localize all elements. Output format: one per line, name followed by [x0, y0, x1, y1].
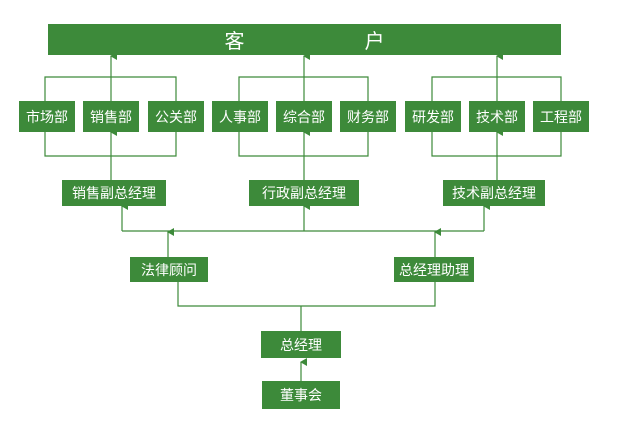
dept-sales: 销售部 — [83, 101, 139, 132]
line-advisor-bus — [177, 282, 436, 307]
vp-admin: 行政副总经理 — [249, 180, 359, 206]
dept-engineering: 工程部 — [533, 101, 589, 132]
line-admin-lower-bus — [238, 132, 369, 157]
customer-label-right: 户 — [364, 29, 385, 53]
board-of-directors: 董事会 — [262, 381, 340, 409]
gm-assistant: 总经理助理 — [394, 257, 474, 282]
dept-finance: 财务部 — [340, 101, 396, 132]
dept-technology: 技术部 — [469, 101, 525, 132]
line-tech-lower-bus — [431, 132, 562, 157]
line-sales-lower-bus — [44, 132, 177, 157]
dept-rnd: 研发部 — [405, 101, 461, 132]
dept-hr: 人事部 — [212, 101, 268, 132]
dept-general-affairs: 综合部 — [276, 101, 332, 132]
dept-public-relations: 公关部 — [148, 101, 204, 132]
customer-label-left: 客 — [224, 29, 245, 53]
dept-marketing: 市场部 — [19, 101, 75, 132]
customer-node: 客 户 — [48, 24, 561, 55]
general-manager: 总经理 — [261, 331, 341, 358]
vp-sales: 销售副总经理 — [62, 180, 166, 206]
vp-tech: 技术副总经理 — [443, 180, 545, 206]
legal-advisor: 法律顾问 — [130, 257, 208, 282]
